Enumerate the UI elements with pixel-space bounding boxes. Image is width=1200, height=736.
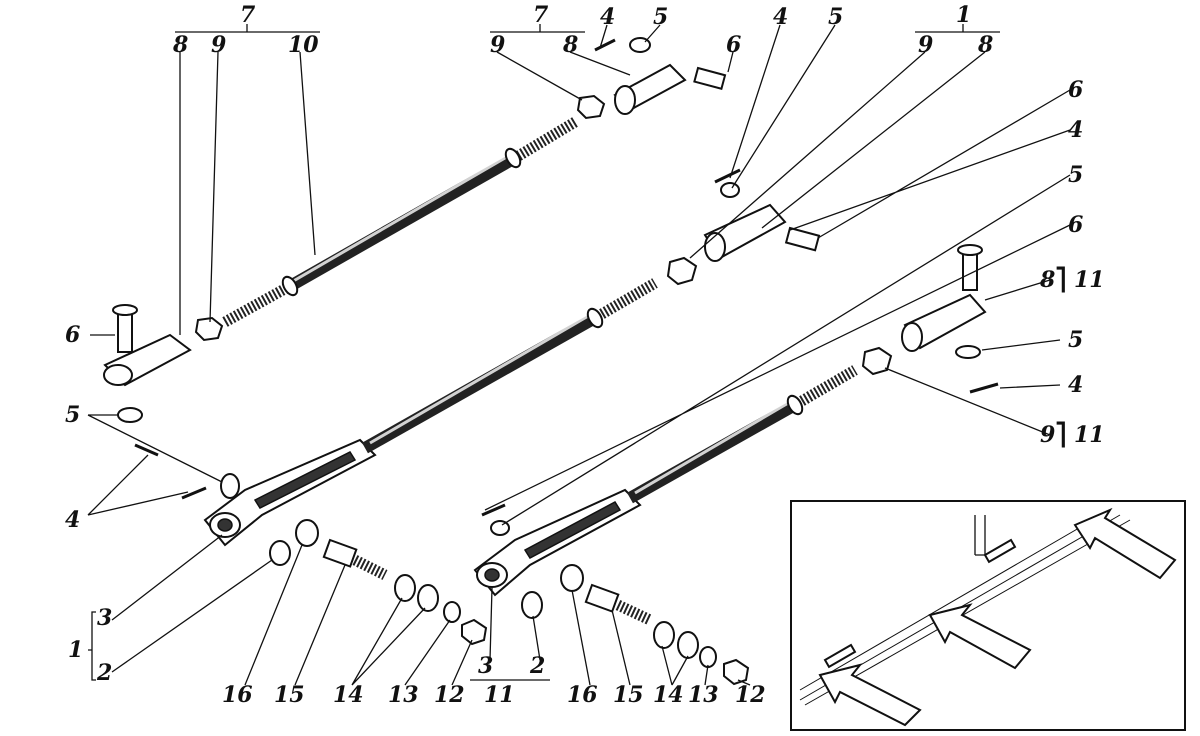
label: 6 xyxy=(1068,77,1083,103)
label: 12 xyxy=(735,682,766,708)
clevis-middle xyxy=(703,168,821,262)
label: 10 xyxy=(288,32,319,58)
label: 8⎤ 11 xyxy=(1039,266,1105,293)
label: 4 xyxy=(1068,117,1083,143)
clevis-left xyxy=(103,304,192,387)
small-parts-left xyxy=(117,407,488,646)
label: 9 xyxy=(211,32,226,58)
label: 3 xyxy=(478,653,493,679)
nut-right xyxy=(861,346,893,376)
small-parts-right xyxy=(481,503,750,686)
label: 5 xyxy=(1068,327,1083,353)
label: 6 xyxy=(1068,212,1083,238)
label: 4 xyxy=(65,507,80,533)
label: 14 xyxy=(653,682,684,708)
label: 1 xyxy=(956,2,971,28)
label: 3 xyxy=(97,605,112,631)
label: 16 xyxy=(222,682,253,708)
arrow-icon xyxy=(1073,507,1177,580)
label: 9 xyxy=(918,32,933,58)
rod-top xyxy=(222,117,578,327)
label: 12 xyxy=(434,682,465,708)
label: 16 xyxy=(567,682,598,708)
label: 13 xyxy=(388,682,419,708)
label: 7 xyxy=(240,2,256,28)
label: 8 xyxy=(562,32,578,58)
label: 2 xyxy=(96,660,112,686)
nut-top-middle xyxy=(576,94,606,120)
label: 14 xyxy=(333,682,364,708)
label: 13 xyxy=(688,682,719,708)
inset-installation-view xyxy=(790,500,1186,731)
label: 4 xyxy=(1068,372,1083,398)
label: 6 xyxy=(726,32,741,58)
nut-middle xyxy=(666,256,698,286)
label: 15 xyxy=(613,682,644,708)
label: 5 xyxy=(653,4,668,30)
label: 9⎤ 11 xyxy=(1040,421,1105,448)
label: 7 xyxy=(533,2,549,28)
nut-top-left xyxy=(194,316,224,342)
label: 15 xyxy=(274,682,305,708)
label: 6 xyxy=(65,322,80,348)
rod-bottom xyxy=(473,365,858,597)
label: 5 xyxy=(1068,162,1083,188)
label: 2 xyxy=(529,653,545,679)
label: 8 xyxy=(977,32,993,58)
label: 4 xyxy=(600,4,615,30)
label: 11 xyxy=(484,682,515,708)
label: 9 xyxy=(490,32,505,58)
leader-lines xyxy=(87,24,1071,686)
label: 8 xyxy=(172,32,188,58)
clevis-right xyxy=(901,244,999,394)
label: 5 xyxy=(828,4,843,30)
label: 4 xyxy=(773,4,788,30)
clevis-top xyxy=(594,37,727,115)
rod-middle xyxy=(203,278,658,547)
callout-labels: 7 8 9 10 7 9 8 4 5 6 4 5 1 9 8 6 4 5 6 8… xyxy=(65,2,1105,708)
arrow-icon xyxy=(818,663,922,727)
arrow-icon xyxy=(928,603,1032,670)
label: 1 xyxy=(68,637,83,663)
label: 5 xyxy=(65,402,80,428)
